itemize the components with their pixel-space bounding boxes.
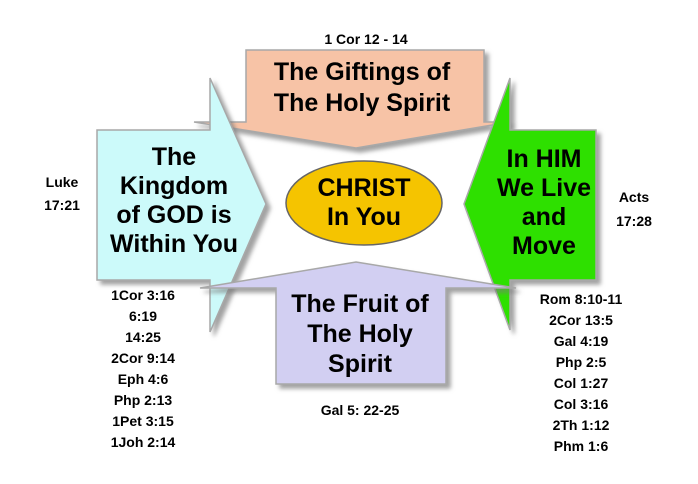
bottom-arrow-shape [199,261,517,385]
right-list-item: Col 1:27 [554,375,609,391]
right-list-item: Gal 4:19 [554,333,609,349]
left-arrow-line: The [152,143,197,171]
bottom-reference: Gal 5: 22-25 [321,402,400,418]
bottom-arrow-line: Spirit [328,350,393,378]
right-list-item: Col 3:16 [554,396,609,412]
center-ellipse-shape [285,160,443,246]
center-line: CHRIST [317,174,410,202]
left-reference: 17:21 [44,197,80,213]
right-arrow: In HIM We Live and Move [463,77,597,331]
right-list-item: Rom 8:10-11 [540,291,623,307]
right-arrow-line: Move [512,232,576,260]
left-list-item: 1Pet 3:15 [112,413,174,429]
right-reference: Acts [619,189,650,205]
left-arrow-shape [96,77,267,333]
left-arrow-line: of GOD is [116,201,231,229]
right-reference-list: Rom 8:10-11 2Cor 13:5 Gal 4:19 Php 2:5 C… [540,291,623,454]
left-arrow: The Kingdom of GOD is Within You [96,77,267,333]
left-list-item: 1Joh 2:14 [111,434,176,450]
left-list-item: 6:19 [129,308,157,324]
top-arrow: The Giftings of The Holy Spirit [193,49,511,149]
bottom-arrow-line: The Fruit of [291,290,429,318]
left-arrow-line: Within You [110,230,238,258]
top-reference: 1 Cor 12 - 14 [324,31,407,47]
left-reference: Luke [46,174,79,190]
left-arrow-line: Kingdom [120,172,228,200]
left-list-item: Eph 4:6 [118,371,169,387]
right-arrow-line: In HIM [507,145,582,173]
right-list-item: 2Th 1:12 [553,417,610,433]
bottom-arrow: The Fruit of The Holy Spirit [199,261,517,385]
top-arrow-shape [193,49,511,149]
bottom-arrow-line: The Holy [307,320,413,348]
center-line: In You [327,203,401,231]
left-list-item: Php 2:13 [114,392,173,408]
right-list-item: Phm 1:6 [554,438,609,454]
right-arrow-line: We Live [497,174,591,202]
left-reference-list: 1Cor 3:16 6:19 14:25 2Cor 9:14 Eph 4:6 P… [111,287,176,450]
right-list-item: Php 2:5 [556,354,607,370]
right-list-item: 2Cor 13:5 [549,312,613,328]
top-arrow-line: The Giftings of [274,58,451,86]
left-list-item: 1Cor 3:16 [111,287,175,303]
right-reference: 17:28 [616,213,652,229]
top-arrow-line: The Holy Spirit [274,89,451,117]
center-ellipse: CHRIST In You [285,160,443,246]
left-list-item: 2Cor 9:14 [111,350,175,366]
right-arrow-line: and [522,203,566,231]
right-arrow-shape [463,77,597,331]
left-list-item: 14:25 [125,329,161,345]
